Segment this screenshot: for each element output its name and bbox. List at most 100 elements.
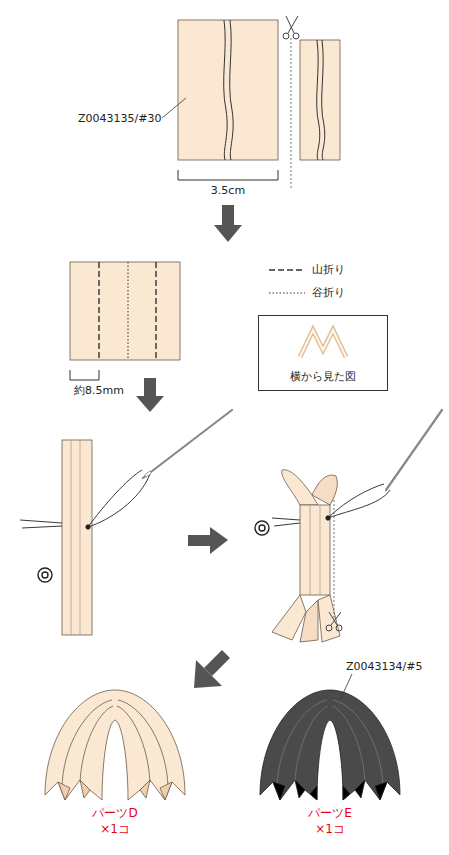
legend-line-sample — [268, 286, 306, 300]
scissors-symbol — [293, 33, 299, 39]
material-code: Z0043134/#5 — [346, 660, 422, 673]
flow-arrow — [188, 535, 210, 546]
finished-part — [58, 782, 70, 800]
knot-symbol — [38, 568, 52, 582]
finished-part — [45, 690, 185, 800]
flow-arrow — [214, 225, 242, 242]
scissors-symbol — [286, 16, 294, 33]
scissors-symbol — [326, 612, 342, 631]
folded-strip — [310, 505, 311, 595]
finished-part — [260, 690, 400, 800]
finished-part — [260, 690, 400, 800]
needle — [143, 410, 232, 478]
finished-part — [140, 780, 150, 798]
fabric-piece — [155, 262, 156, 360]
legend-label: 谷折り — [312, 286, 345, 299]
finished-part — [117, 706, 150, 782]
flow-arrow — [222, 205, 234, 225]
finished-part — [332, 706, 365, 782]
finished-part — [343, 786, 350, 800]
dimension-bracket — [178, 170, 278, 180]
thread — [20, 470, 150, 529]
legend-label: 山折り — [312, 263, 345, 276]
scissors-symbol — [283, 16, 299, 39]
finished-part — [333, 700, 383, 790]
thread — [88, 470, 142, 527]
folded-strip — [62, 440, 92, 635]
cut-strip — [317, 40, 320, 160]
fabric-piece — [230, 20, 233, 160]
finished-part — [80, 706, 113, 782]
leader-line — [162, 98, 186, 118]
needle — [386, 410, 442, 490]
cut-strip — [322, 40, 325, 160]
fabric-piece — [178, 20, 278, 160]
knot-symbol — [42, 572, 48, 578]
zigzag-icon — [300, 330, 346, 357]
knot-symbol — [259, 525, 265, 531]
thread — [22, 526, 62, 528]
legend-line-sample — [269, 269, 305, 270]
thread — [326, 516, 330, 520]
flow-arrow — [194, 660, 222, 688]
part-name: パーツD — [92, 806, 137, 820]
part-count: ×1コ — [100, 822, 130, 836]
fabric-piece — [70, 262, 180, 360]
folded-strip — [282, 470, 318, 505]
material-code: Z0043135/#30 — [78, 112, 161, 125]
finished-part — [118, 700, 168, 790]
scissors-symbol — [326, 625, 332, 631]
folded-strip — [272, 470, 340, 642]
leader-line — [162, 98, 186, 118]
folded-strip — [80, 440, 81, 635]
finished-part — [80, 780, 90, 798]
dimension-bracket — [70, 370, 99, 380]
cut-line — [291, 38, 292, 190]
finished-part — [62, 700, 112, 790]
dimension-bracket — [70, 370, 99, 380]
thread — [328, 490, 390, 518]
needle — [144, 470, 152, 477]
zigzag-icon — [300, 330, 346, 357]
dimension-bracket — [178, 170, 278, 180]
folded-strip — [62, 440, 92, 635]
knot-symbol — [255, 521, 269, 535]
box-caption: 横から見た図 — [259, 369, 387, 384]
part-count: ×1コ — [315, 822, 345, 836]
folded-strip — [300, 600, 318, 642]
thread — [274, 523, 300, 526]
cut-strip — [300, 40, 340, 160]
finished-part — [295, 780, 305, 798]
scissors-symbol — [336, 625, 342, 631]
finished-part — [355, 780, 365, 798]
thread — [20, 520, 62, 523]
legend-line-sample — [268, 263, 306, 277]
folded-strip — [320, 505, 321, 595]
finished-part — [160, 782, 172, 800]
finished-part — [45, 690, 185, 800]
finished-part — [375, 782, 387, 800]
thread — [328, 484, 384, 518]
fabric-piece — [98, 262, 99, 360]
thread — [88, 474, 150, 527]
legend-line-sample — [269, 293, 305, 294]
fabric-piece — [70, 262, 180, 360]
scissors-symbol — [283, 33, 289, 39]
flow-arrow — [214, 205, 242, 242]
folded-strip — [71, 440, 72, 635]
folded-strip — [272, 595, 306, 640]
needle — [386, 410, 442, 490]
folded-strip — [300, 505, 330, 595]
needle — [143, 410, 232, 478]
part-name: パーツE — [308, 806, 352, 820]
leader-line — [340, 674, 352, 700]
flow-arrow — [188, 527, 228, 554]
scissors-symbol — [329, 612, 337, 625]
flow-arrow — [136, 396, 164, 412]
dimension-label: 3.5cm — [211, 184, 245, 197]
folded-strip — [318, 595, 340, 642]
thread — [86, 525, 90, 529]
fabric-piece — [128, 262, 129, 360]
flow-arrow — [144, 378, 156, 396]
